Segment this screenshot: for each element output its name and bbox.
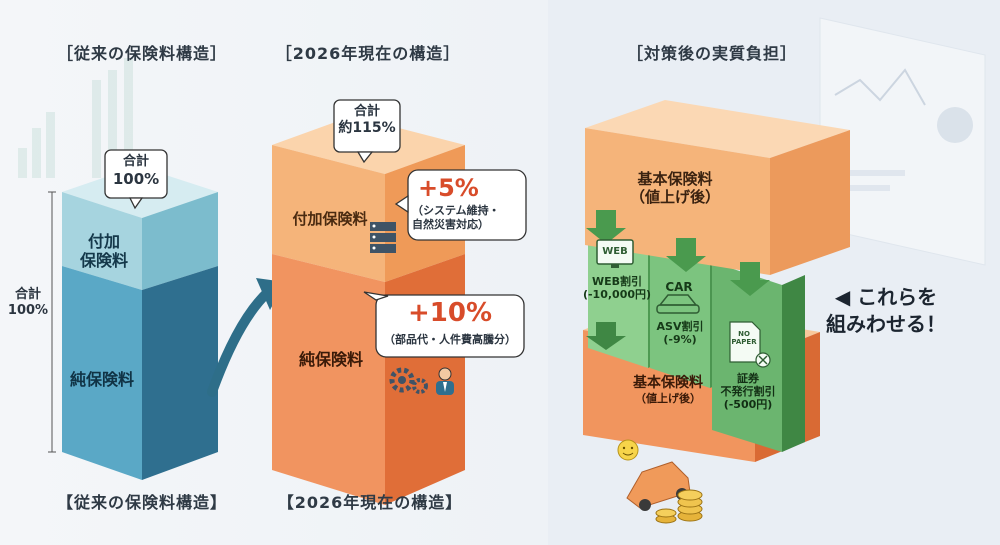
- middle-total-bubble-label: 合計: [353, 104, 381, 119]
- growth-arrow: [207, 287, 273, 397]
- base-block-label-main: 基本保険料: [633, 375, 703, 391]
- paperless-discount-name: 証券: [737, 372, 759, 385]
- combine-cta-line1: ◀ これらを: [834, 285, 938, 309]
- left-upper-block-label: 付加 保険料: [79, 232, 128, 271]
- left-title-bottom: 【従来の保険料構造】: [56, 493, 228, 512]
- asv-discount-label: ASV割引 (-9%): [657, 320, 704, 346]
- left-lower-block-label: 純保険料: [69, 370, 134, 389]
- middle-total-bubble-value: 約115%: [338, 119, 396, 136]
- left-total-bubble: 合計 100%: [113, 154, 159, 188]
- server-icon: [370, 222, 396, 253]
- gear-icon: [389, 367, 428, 394]
- top-block-label-sub: （値上げ後）: [629, 188, 721, 206]
- paperless-discount-label: 証券 不発行割引 (-500円): [721, 372, 776, 412]
- down-arrows: [586, 210, 770, 350]
- top-block-label-main: 基本保険料: [637, 170, 713, 188]
- left-total-bubble-value: 100%: [112, 169, 160, 188]
- middle-title-bottom: 【2026年現在の構造】: [277, 493, 463, 512]
- left-total-bracket: [48, 191, 56, 453]
- car-icon-text: CAR: [665, 280, 693, 294]
- middle-upper-block-label: 付加保険料: [292, 210, 368, 228]
- background-bars: [18, 58, 133, 178]
- asv-discount-amount: (-9%): [663, 333, 697, 347]
- top-block-label: 基本保険料 （値上げ後）: [630, 170, 720, 206]
- web-icon-text: WEB: [602, 246, 628, 257]
- car-icon: [656, 294, 700, 314]
- web-icon: [596, 239, 634, 268]
- callout-upper-note: （システム維持・ 自然災害対応）: [412, 204, 500, 233]
- web-discount-amount: (-10,000円): [582, 288, 652, 302]
- middle-lower-block-label: 純保険料: [298, 350, 363, 369]
- car-coins-illustration: [617, 439, 703, 524]
- paperless-discount-subname: 不発行割引: [720, 385, 776, 399]
- left-total-bubble-label: 合計: [122, 154, 149, 169]
- left-side-total-value: 100%: [7, 302, 49, 318]
- left-side-total-label: 合計: [14, 287, 42, 302]
- web-discount-name: WEB割引: [591, 275, 643, 288]
- left-title-top: ［従来の保険料構造］: [56, 44, 228, 63]
- worker-icon: [436, 367, 454, 395]
- no-paper-icon: [729, 321, 771, 368]
- asv-discount-name: ASV割引: [656, 320, 704, 333]
- callout-upper-note-line1: （システム維持・: [412, 204, 500, 217]
- callout-upper-note-line2: 自然災害対応）: [412, 218, 489, 232]
- middle-total-bubble: 合計 約115%: [338, 104, 395, 136]
- no-paper-icon-text: NO PAPER: [731, 330, 757, 347]
- left-stack: [62, 166, 218, 480]
- combine-cta: ◀ これらを 組みわせる！: [826, 284, 946, 338]
- middle-title-top: ［2026年現在の構造］: [275, 44, 461, 63]
- left-side-total: 合計 100%: [8, 287, 48, 318]
- combine-cta-line2: 組みわせる！: [826, 312, 946, 336]
- base-block-label-sub: （値上げ後）: [635, 391, 701, 405]
- bubbles: [104, 99, 527, 358]
- web-discount-label: WEB割引 (-10,000円): [583, 275, 651, 301]
- base-block-label: 基本保険料 （値上げ後）: [633, 375, 703, 405]
- callout-lower-value: +10%: [407, 298, 493, 328]
- paperless-discount-amount: (-500円): [723, 398, 773, 412]
- right-title-top: ［対策後の実質負担］: [626, 44, 798, 63]
- callout-lower-note: （部品代・人件費高騰分）: [384, 333, 516, 346]
- callout-upper-value: +5%: [418, 174, 479, 202]
